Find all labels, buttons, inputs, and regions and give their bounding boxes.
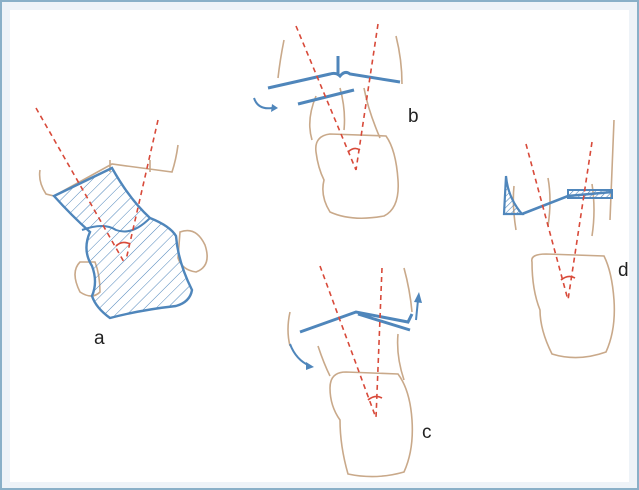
panel-c-angle-arc — [368, 396, 382, 400]
panel-d-angle-arc — [561, 276, 575, 280]
panel-b-plate-upper — [268, 72, 400, 88]
panel-c-axis-1 — [320, 266, 376, 418]
panel-b-rotation-arrow — [254, 98, 272, 108]
panel-c-rotation-arrowhead — [306, 362, 314, 370]
panel-c-axis-2 — [376, 268, 382, 418]
panel-label-c: c — [422, 422, 432, 443]
panel-d: d — [504, 120, 629, 358]
panel-a: a — [36, 108, 207, 349]
panel-b-arrowhead — [271, 104, 278, 112]
panel-b-tibia — [278, 36, 402, 140]
panel-label-a: a — [94, 328, 105, 349]
panel-b-plate-lower — [298, 90, 354, 104]
panel-b: b — [254, 24, 419, 218]
panel-b-axis-2 — [356, 24, 378, 170]
panel-label-d: d — [618, 260, 629, 281]
panel-c-talus — [330, 372, 412, 477]
panel-d-graft — [568, 190, 612, 198]
panel-d-tibia — [513, 120, 614, 236]
panel-c-plate — [300, 312, 412, 332]
panel-label-b: b — [408, 106, 419, 127]
panel-b-talus — [316, 134, 398, 218]
panel-c-lift-arrow-line — [416, 300, 418, 320]
panel-c-lift-arrowhead — [414, 292, 422, 303]
panel-c: c — [288, 266, 432, 477]
